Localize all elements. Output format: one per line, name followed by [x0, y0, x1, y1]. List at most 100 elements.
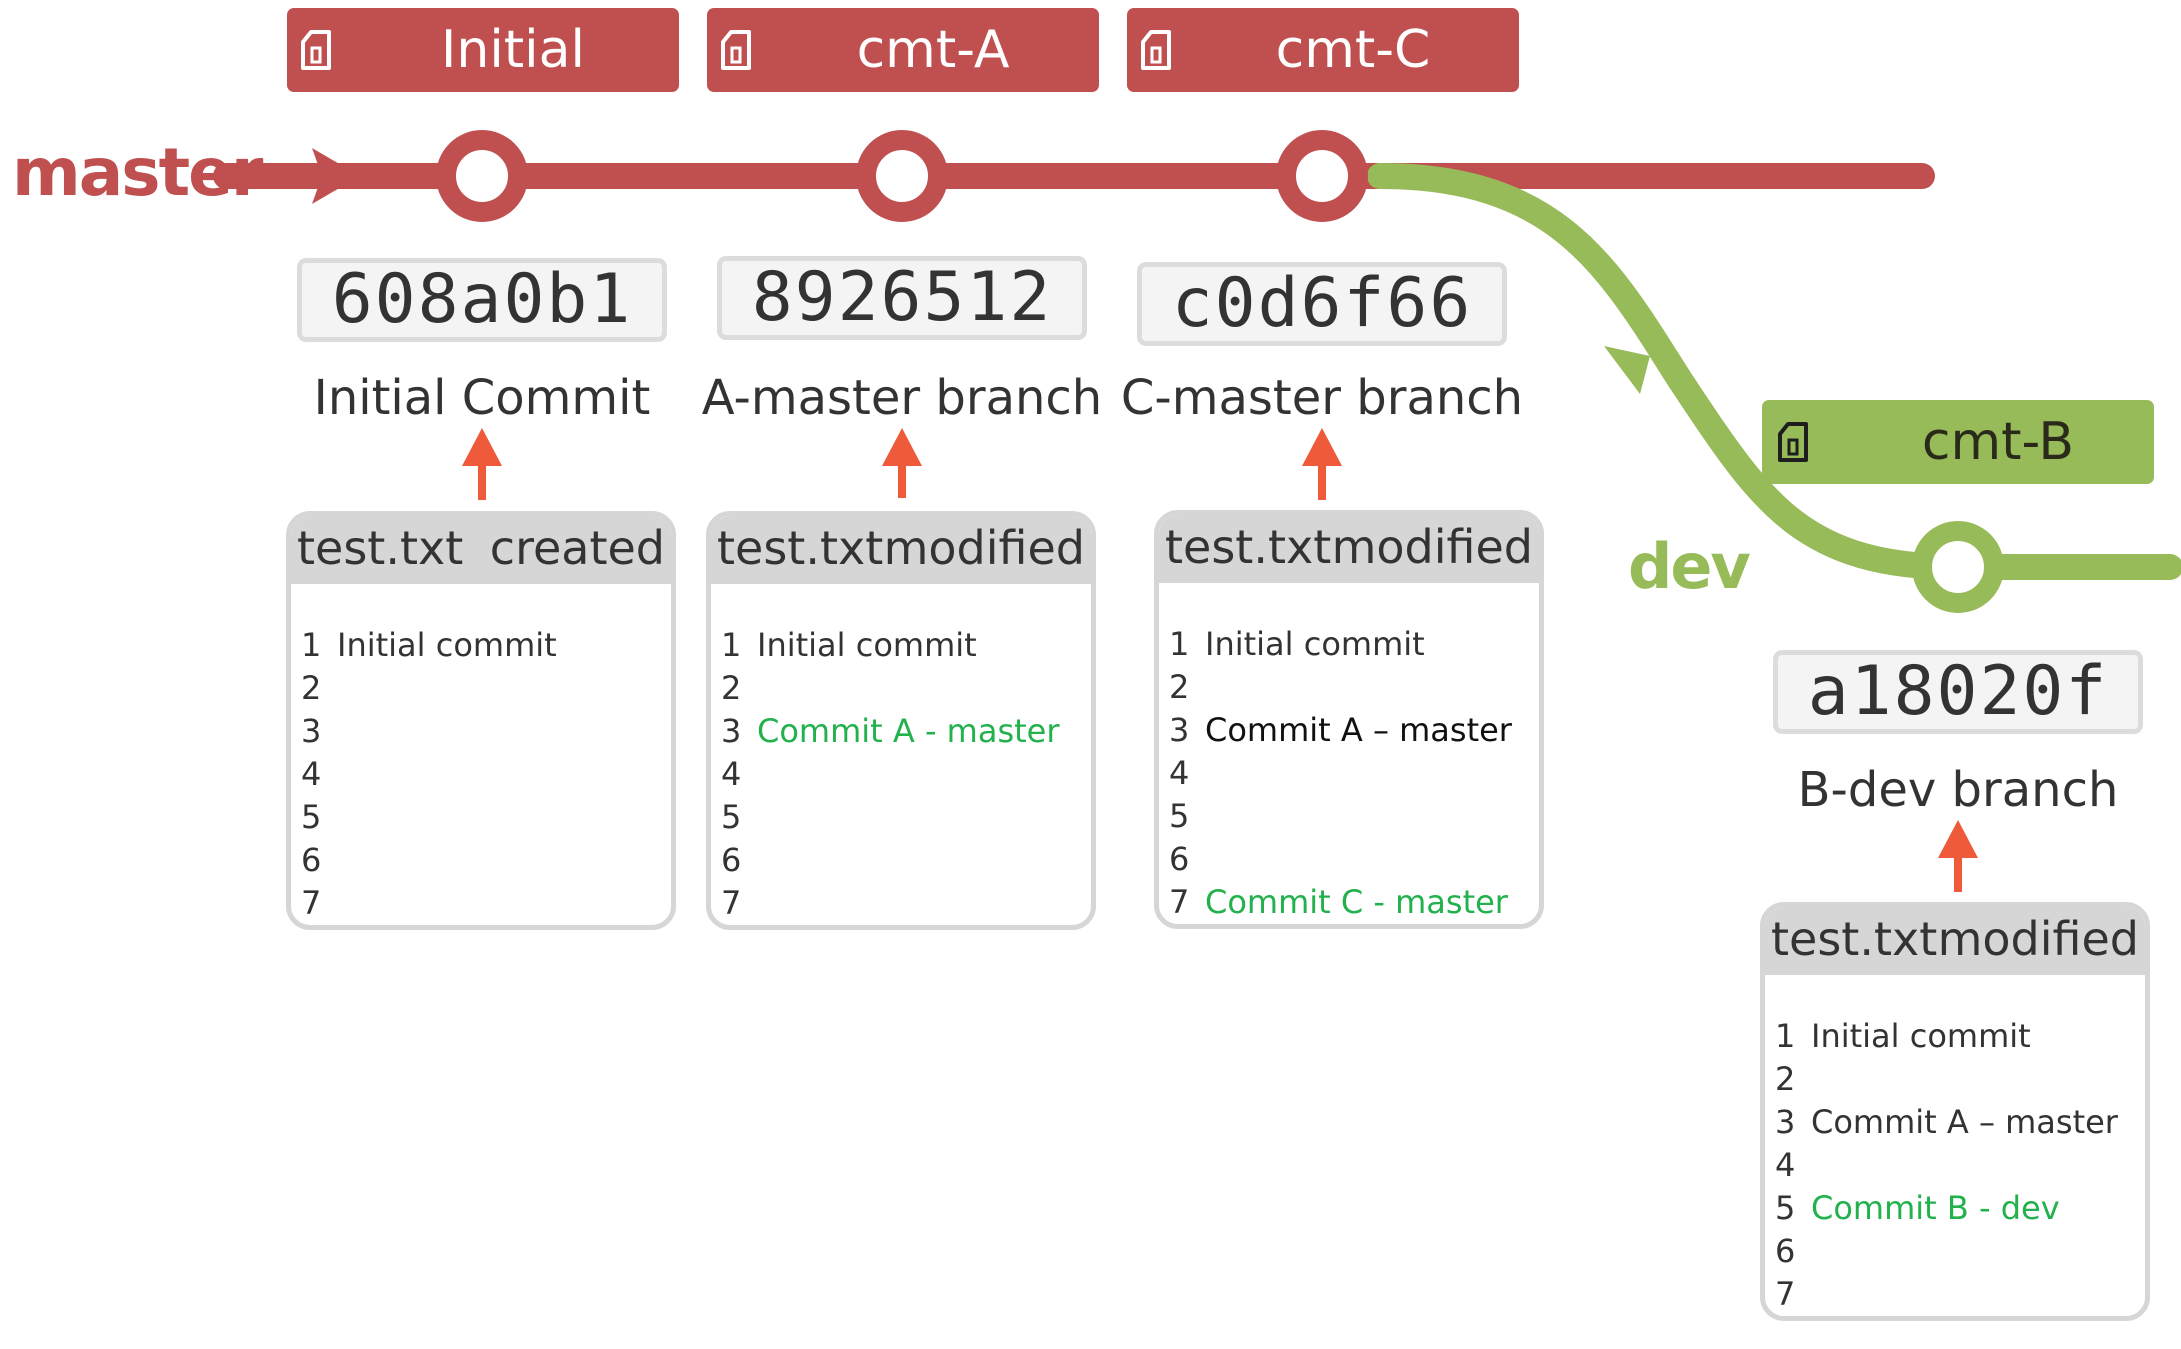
- line-number: 6: [1775, 1232, 1796, 1270]
- tag-cmt-c[interactable]: cmt-C: [1127, 8, 1519, 92]
- file-line: 1 Initial commit: [301, 624, 671, 667]
- line-number: 7: [1775, 1275, 1796, 1313]
- file-card-header: test.txt modified: [711, 516, 1091, 584]
- tag-label-cmt-b: cmt-B: [1921, 412, 2075, 472]
- arrow-up-icon-1: [462, 428, 502, 500]
- commit-node-initial[interactable]: [436, 130, 528, 222]
- file-line: 6: [301, 839, 671, 882]
- line-number: 1: [1775, 1017, 1796, 1055]
- file-line: 5: [301, 796, 671, 839]
- file-line: 5: [1169, 795, 1539, 838]
- file-status: modified: [1937, 912, 2139, 966]
- file-line: 5 Commit B - dev: [1775, 1187, 2145, 1230]
- tag-initial[interactable]: Initial: [287, 8, 679, 92]
- file-line: 3 Commit A - master: [721, 710, 1091, 753]
- line-number: 3: [721, 712, 742, 750]
- tag-icon: [301, 30, 331, 70]
- arrow-up-icon-2: [882, 428, 922, 498]
- commit-message-cmt-a: A-master branch: [701, 370, 1103, 426]
- line-number: 5: [301, 798, 322, 836]
- line-number: 2: [1775, 1060, 1796, 1098]
- file-line: 2: [1169, 666, 1539, 709]
- commit-node-cmt-c[interactable]: [1276, 130, 1368, 222]
- line-number: 5: [1169, 797, 1190, 835]
- line-number: 1: [721, 626, 742, 664]
- file-name: test.txt: [1771, 912, 1938, 966]
- file-line: 7: [301, 882, 671, 925]
- file-card-header: test.txt modified: [1159, 515, 1539, 583]
- line-text: Initial commit: [337, 626, 557, 664]
- tag-cmt-a[interactable]: cmt-A: [707, 8, 1099, 92]
- file-status: created: [489, 521, 665, 575]
- file-line: 3 Commit A – master: [1169, 709, 1539, 752]
- line-number: 2: [721, 669, 742, 707]
- line-number: 6: [721, 841, 742, 879]
- file-line: 2: [301, 667, 671, 710]
- line-number: 7: [301, 884, 322, 922]
- line-text: Initial commit: [1205, 625, 1425, 663]
- file-line: 7: [721, 882, 1091, 925]
- line-number: 5: [721, 798, 742, 836]
- line-number: 3: [1169, 711, 1190, 749]
- commit-hash-cmt-a: 8926512: [717, 256, 1087, 340]
- branch-label-master: master: [12, 134, 263, 211]
- line-text: Initial commit: [1811, 1017, 2031, 1055]
- file-line: 1 Initial commit: [721, 624, 1091, 667]
- line-text: Commit A - master: [757, 712, 1060, 750]
- tag-cmt-b[interactable]: cmt-B: [1762, 400, 2154, 484]
- file-line: 7 Commit C - master: [1169, 881, 1539, 924]
- line-text: Commit A – master: [1811, 1103, 2118, 1141]
- file-status: modified: [1331, 520, 1533, 574]
- line-number: 5: [1775, 1189, 1796, 1227]
- line-number: 6: [301, 841, 322, 879]
- line-number: 7: [721, 884, 742, 922]
- commit-message-cmt-c: C-master branch: [1120, 370, 1524, 426]
- tag-icon: [721, 30, 751, 70]
- tag-label-initial: Initial: [441, 20, 585, 80]
- line-text: Commit A – master: [1205, 711, 1512, 749]
- line-number: 3: [301, 712, 322, 750]
- line-number: 1: [301, 626, 322, 664]
- line-number: 3: [1775, 1103, 1796, 1141]
- file-card-header: test.txt modified: [1765, 907, 2145, 975]
- line-text: Initial commit: [757, 626, 977, 664]
- tag-icon: [1141, 30, 1171, 70]
- commit-hash-cmt-b: a18020f: [1773, 650, 2143, 734]
- line-number: 4: [301, 755, 322, 793]
- file-line: 7: [1775, 1273, 2145, 1316]
- line-number: 4: [721, 755, 742, 793]
- line-text: Commit C - master: [1205, 883, 1508, 921]
- line-number: 2: [1169, 668, 1190, 706]
- file-card-header: test.txt created: [291, 516, 671, 584]
- file-line: 5: [721, 796, 1091, 839]
- commit-message-cmt-b: B-dev branch: [1797, 762, 2119, 818]
- file-line: 3: [301, 710, 671, 753]
- file-card-cmt-a: test.txt modified 1 Initial commit 2 3 Commi…: [706, 511, 1096, 930]
- line-number: 6: [1169, 840, 1190, 878]
- file-line: 1 Initial commit: [1169, 623, 1539, 666]
- branch-label-dev: dev: [1628, 530, 1751, 603]
- commit-node-cmt-a[interactable]: [856, 130, 948, 222]
- file-name: test.txt: [297, 521, 464, 575]
- line-number: 1: [1169, 625, 1190, 663]
- commit-node-cmt-b[interactable]: [1912, 521, 2004, 613]
- arrow-up-icon-4: [1938, 820, 1978, 892]
- file-line: 4: [301, 753, 671, 796]
- file-name: test.txt: [1165, 520, 1332, 574]
- line-number: 7: [1169, 883, 1190, 921]
- file-line: 1 Initial commit: [1775, 1015, 2145, 1058]
- tag-label-cmt-a: cmt-A: [856, 20, 1010, 80]
- file-line: 6: [721, 839, 1091, 882]
- commit-hash-initial: 608a0b1: [297, 258, 667, 342]
- file-line: 4: [1169, 752, 1539, 795]
- line-text: Commit B - dev: [1811, 1189, 2060, 1227]
- file-line: 3 Commit A – master: [1775, 1101, 2145, 1144]
- tag-label-cmt-c: cmt-C: [1275, 20, 1431, 80]
- dev-direction-arrow: [1604, 346, 1650, 394]
